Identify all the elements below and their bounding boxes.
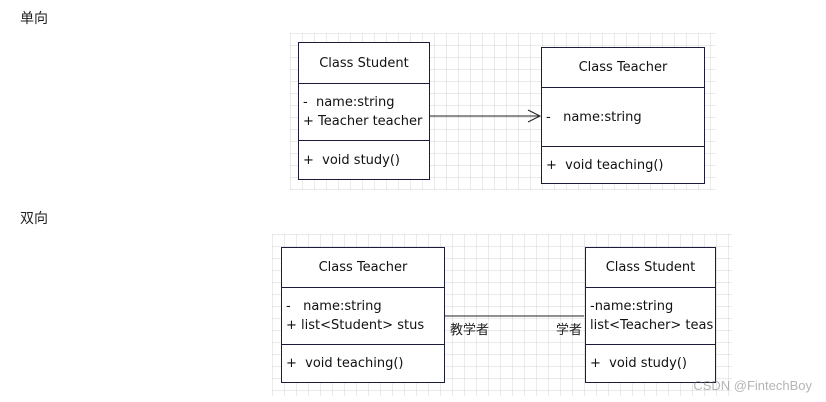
association-label-left: 教学者 [450,323,490,338]
operation: + void teaching() [546,157,664,173]
class-name: Class Teacher [542,48,704,88]
attribute: - name:string [303,95,395,110]
attribute: + list<Student> stus [286,318,425,333]
attribute: -name:string [590,299,674,314]
attribute: list<Teacher> teas [590,318,714,333]
watermark: CSDN @FintechBoy [693,378,812,393]
section-title-bidirectional: 双向 [20,211,48,227]
class-attributes: - name:string + Teacher teacher [299,84,429,141]
attribute: - name:string [286,299,382,314]
association-label-right: 学者 [556,323,583,338]
uni-arrowhead-icon [527,109,542,123]
uni-class-student[interactable]: Class Student - name:string + Teacher te… [298,42,430,180]
class-attributes: - name:string + list<Student> stus [282,288,444,345]
operation: + void study() [590,356,687,371]
bi-class-teacher[interactable]: Class Teacher - name:string + list<Stude… [281,247,445,383]
operation: + void teaching() [286,356,404,371]
class-attributes: - name:string [542,88,704,147]
class-operations: + void study() [299,141,429,179]
class-name: Class Student [586,248,715,288]
attribute: + Teacher teacher [303,114,423,129]
attribute: - name:string [546,109,642,125]
class-operations: + void teaching() [282,345,444,382]
class-operations: + void teaching() [542,147,704,183]
bi-class-student[interactable]: Class Student -name:string list<Teacher>… [585,247,716,383]
class-name: Class Student [299,43,429,84]
uni-class-teacher[interactable]: Class Teacher - name:string + void teach… [541,47,705,184]
section-title-unidirectional: 单向 [20,11,48,27]
operation: + void study() [303,152,400,168]
class-name: Class Teacher [282,248,444,288]
class-attributes: -name:string list<Teacher> teas [586,288,715,345]
class-operations: + void study() [586,345,715,382]
